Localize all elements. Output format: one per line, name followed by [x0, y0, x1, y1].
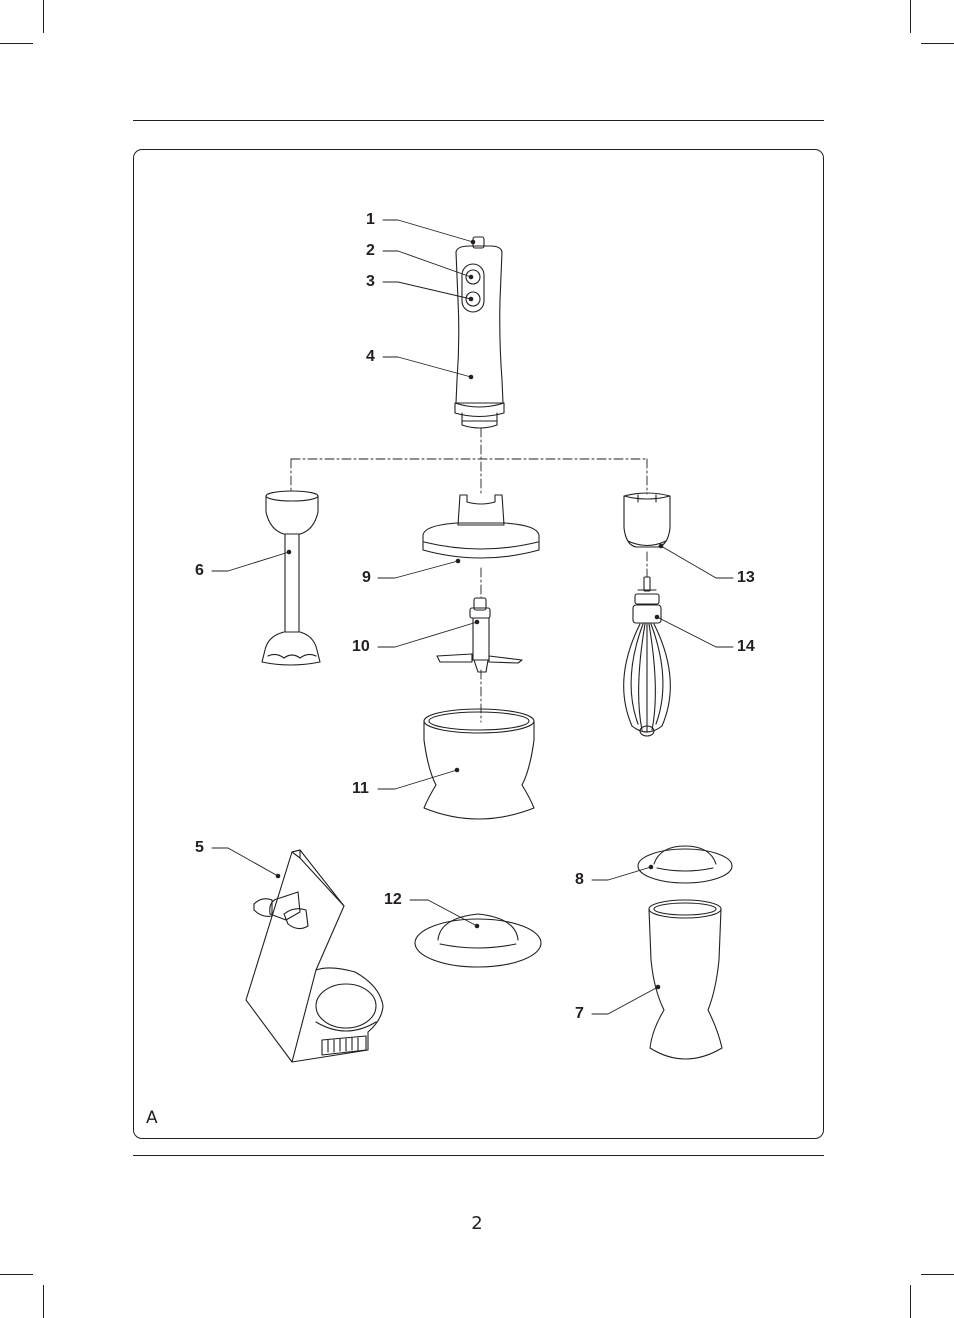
whisk-gearbox-drawing: [624, 493, 670, 547]
callout-11: 11: [352, 781, 369, 797]
callout-12: 12: [384, 892, 402, 908]
beaker-lid-drawing: [638, 846, 732, 883]
wall-holder-drawing: [246, 850, 383, 1062]
assembly-guide-lines: [291, 428, 647, 722]
figure-label: A: [146, 1110, 158, 1127]
callout-8: 8: [575, 872, 584, 888]
motor-unit-drawing: [455, 237, 504, 428]
callout-14: 14: [737, 639, 755, 655]
whisk-drawing: [624, 577, 671, 736]
callout-4: 4: [366, 349, 375, 365]
chopper-blade-drawing: [437, 598, 522, 672]
beaker-drawing: [649, 900, 722, 1059]
callout-9: 9: [362, 570, 371, 586]
chopper-bowl-drawing: [424, 709, 534, 819]
anti-slip-base-drawing: [415, 914, 541, 967]
callout-1: 1: [366, 212, 375, 228]
page-number: 2: [0, 1215, 954, 1233]
callout-6: 6: [195, 563, 204, 579]
callout-5: 5: [195, 840, 204, 856]
callout-2: 2: [366, 243, 375, 259]
callout-13: 13: [737, 570, 755, 586]
chopper-lid-drawing: [423, 495, 539, 558]
callout-10: 10: [352, 639, 370, 655]
blender-foot-drawing: [262, 491, 320, 665]
callout-7: 7: [575, 1006, 584, 1022]
callout-3: 3: [366, 274, 375, 290]
